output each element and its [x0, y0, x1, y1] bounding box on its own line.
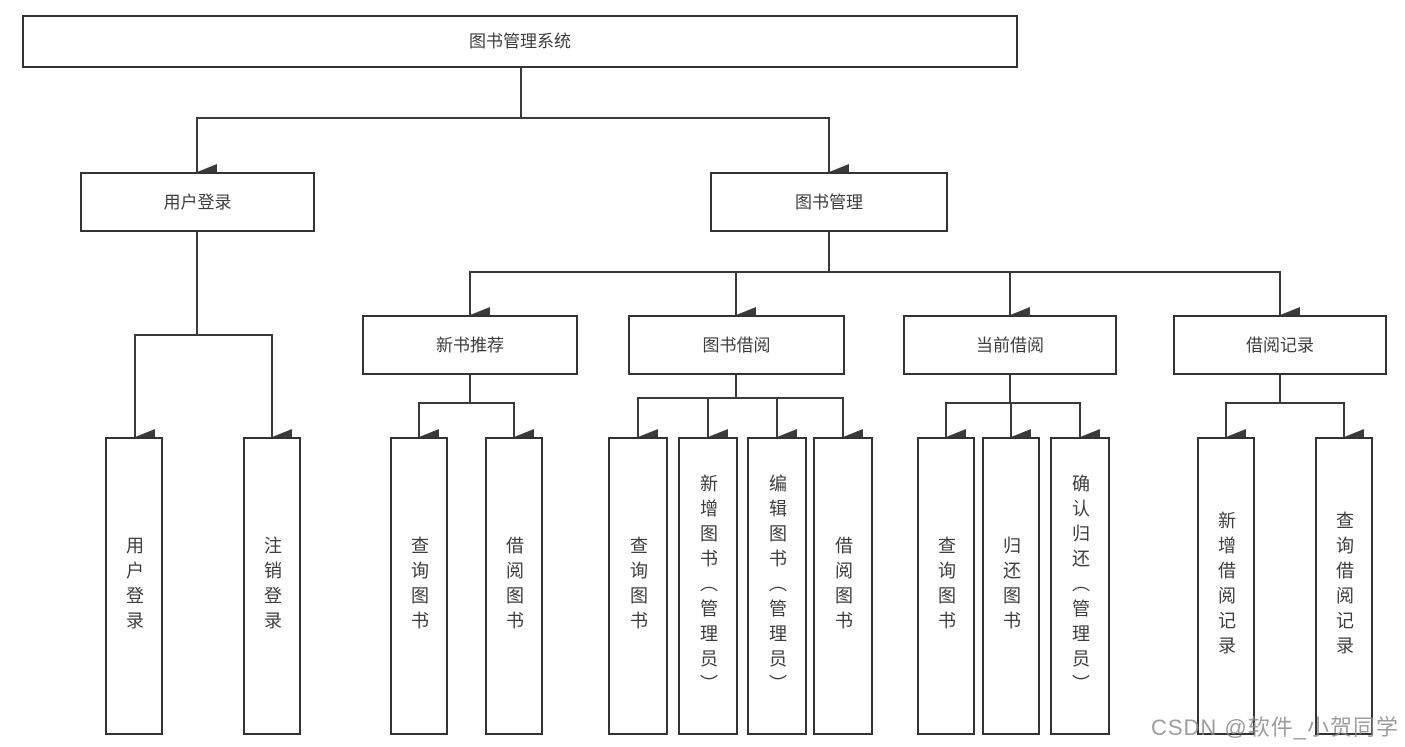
- csdn-watermark: CSDN @软件_小贺同学: [1150, 715, 1399, 740]
- node-leaf-bb-add-books-admin: 新增图书（管理员）: [678, 437, 738, 735]
- node-leaf-user-login: 用户登录: [105, 437, 163, 735]
- node-leaf-cb-query-books: 查询图书: [917, 437, 975, 735]
- node-leaf-logout: 注销登录: [243, 437, 301, 735]
- node-leaf-cb-confirm-return-admin: 确认归还（管理员）: [1050, 437, 1110, 735]
- node-leaf-bb-edit-books-admin: 编辑图书（管理员）: [747, 437, 807, 735]
- node-book-borrow: 图书借阅: [628, 315, 845, 375]
- node-new-book-recommend: 新书推荐: [362, 315, 578, 375]
- node-current-borrow: 当前借阅: [903, 315, 1117, 375]
- node-leaf-br-add-record: 新增借阅记录: [1197, 437, 1255, 735]
- node-root: 图书管理系统: [22, 15, 1018, 68]
- node-leaf-nbr-query-books: 查询图书: [390, 437, 448, 735]
- node-leaf-cb-return-books: 归还图书: [982, 437, 1040, 735]
- node-leaf-nbr-borrow-books: 借阅图书: [485, 437, 543, 735]
- node-borrow-records: 借阅记录: [1173, 315, 1387, 375]
- node-leaf-bb-borrow-books: 借阅图书: [813, 437, 873, 735]
- node-leaf-br-query-record: 查询借阅记录: [1315, 437, 1373, 735]
- node-user-login-group: 用户登录: [80, 172, 315, 232]
- node-book-management: 图书管理: [710, 172, 948, 232]
- node-leaf-bb-query-books: 查询图书: [608, 437, 668, 735]
